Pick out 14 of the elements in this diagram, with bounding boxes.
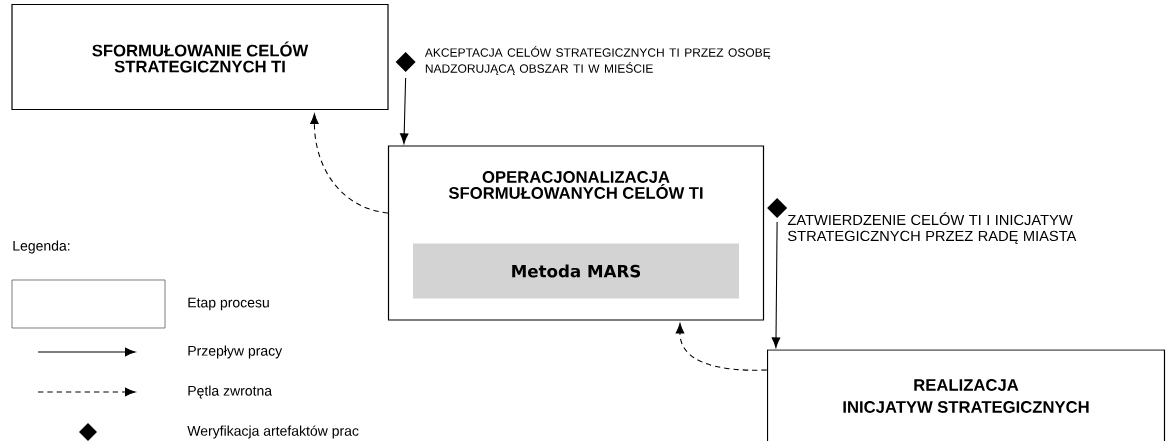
edge-label: AKCEPTACJA CELÓW STRATEGICZNYCH TI PRZEZ OSOBĘ NADZORUJĄCĄ OBSZAR TI W MIEŚCIE xyxy=(424,46,771,76)
arrow xyxy=(767,198,788,348)
method-box: Metoda MARS xyxy=(413,243,739,299)
arrow xyxy=(310,113,389,214)
edge-label: ZATWIERDZENIE CELÓW TI I INICJATYW STRATEGICZNYCH PRZEZ RADĘ MIASTA xyxy=(787,212,1077,245)
arrow xyxy=(675,323,768,371)
process-box: REALIZACJA INICJATYW STRATEGICZNYCH xyxy=(766,349,1166,441)
legend-text: Weryfikacja artefaktów prac xyxy=(187,425,359,439)
legend-text: Przepływ pracy xyxy=(188,345,283,359)
arrow xyxy=(395,52,416,144)
legend-title: Legenda: xyxy=(13,240,70,254)
legend-text: Etap procesu xyxy=(188,297,269,311)
legend-text: Pętla zwrotna xyxy=(188,385,273,399)
process-box: SFORMUŁOWANIE CELÓW STRATEGICZNYCH TI xyxy=(11,3,389,111)
